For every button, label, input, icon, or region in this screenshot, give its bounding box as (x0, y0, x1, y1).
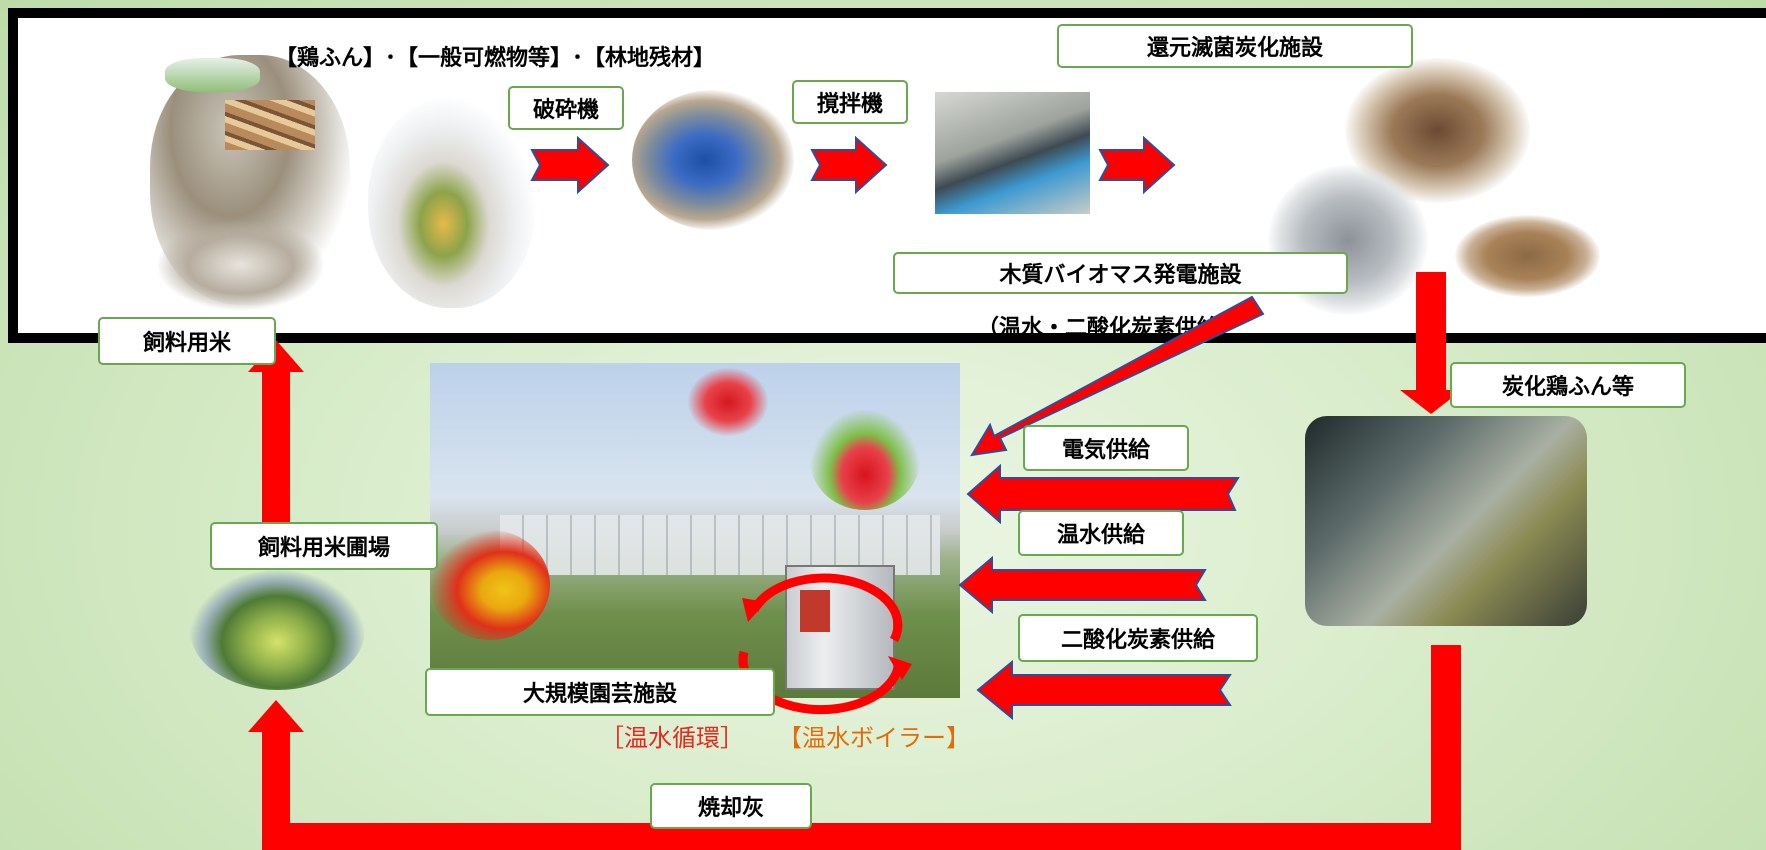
flow-arrow-2 (810, 135, 888, 195)
mixer-conveyor-photo (935, 92, 1090, 214)
feed-rice-field-photo (190, 570, 365, 690)
hot-water-circulation-label: ［温水循環］ (600, 724, 744, 752)
ash-horizontal-bar (272, 823, 1461, 850)
input-materials-label: 【鶏ふん】･【一般可燃物等】･【林地残材】 (275, 46, 716, 71)
feed-rice-up-bar (262, 370, 290, 528)
crusher-label: 破砕機 (508, 86, 624, 130)
pellet-photo (1455, 215, 1600, 297)
co2-arrow (976, 659, 1232, 721)
flow-arrow-3 (1098, 135, 1176, 195)
hot-water-arrow (958, 555, 1207, 615)
hot-water-supply-label: 温水供給 (1018, 510, 1184, 556)
feed-rice-field-label: 飼料用米圃場 (210, 522, 438, 570)
ash-down-bar (1431, 645, 1461, 845)
co2-supply-label: 二酸化炭素供給 (1018, 614, 1258, 662)
mixer-label: 撹拌機 (792, 80, 908, 124)
electricity-supply-label: 電気供給 (1023, 425, 1189, 471)
carbonization-interior-photo (1305, 416, 1587, 626)
strawberry-photo (810, 410, 920, 510)
ash-arrowhead (248, 700, 304, 732)
circulation-arrowhead-left (742, 598, 766, 622)
carbonized-manure-label: 炭化鶏ふん等 (1450, 362, 1686, 408)
ash-up-bar (262, 730, 290, 850)
carbonized-arrowhead (1400, 390, 1462, 414)
horticulture-facility-label: 大規模園芸施設 (425, 668, 775, 716)
boiler-panel (800, 590, 830, 632)
feed-rice-label: 飼料用米 (98, 317, 276, 365)
tomato-photo (688, 368, 768, 436)
biomass-plant-label: 木質バイオマス発電施設 (893, 252, 1348, 294)
poultry-barn-photo (158, 220, 323, 310)
lumber-photo (225, 100, 315, 150)
carbonized-down-bar (1416, 272, 1446, 394)
incineration-ash-label: 焼却灰 (650, 783, 812, 829)
hot-water-boiler-label: 【温水ボイラー】 (778, 724, 970, 752)
bell-pepper-photo (430, 530, 550, 640)
electricity-arrow (966, 463, 1240, 525)
biomass-diagonal-arrow (970, 295, 1265, 457)
circulation-loop (750, 573, 903, 643)
flow-arrow-1 (530, 135, 610, 195)
waste-bag-photo (368, 98, 536, 308)
crusher-machine-photo (632, 90, 794, 230)
carbonization-facility-label: 還元滅菌炭化施設 (1057, 24, 1413, 68)
circulation-arrowhead-right (888, 656, 912, 680)
greenhouse-thumb-photo (165, 58, 260, 92)
